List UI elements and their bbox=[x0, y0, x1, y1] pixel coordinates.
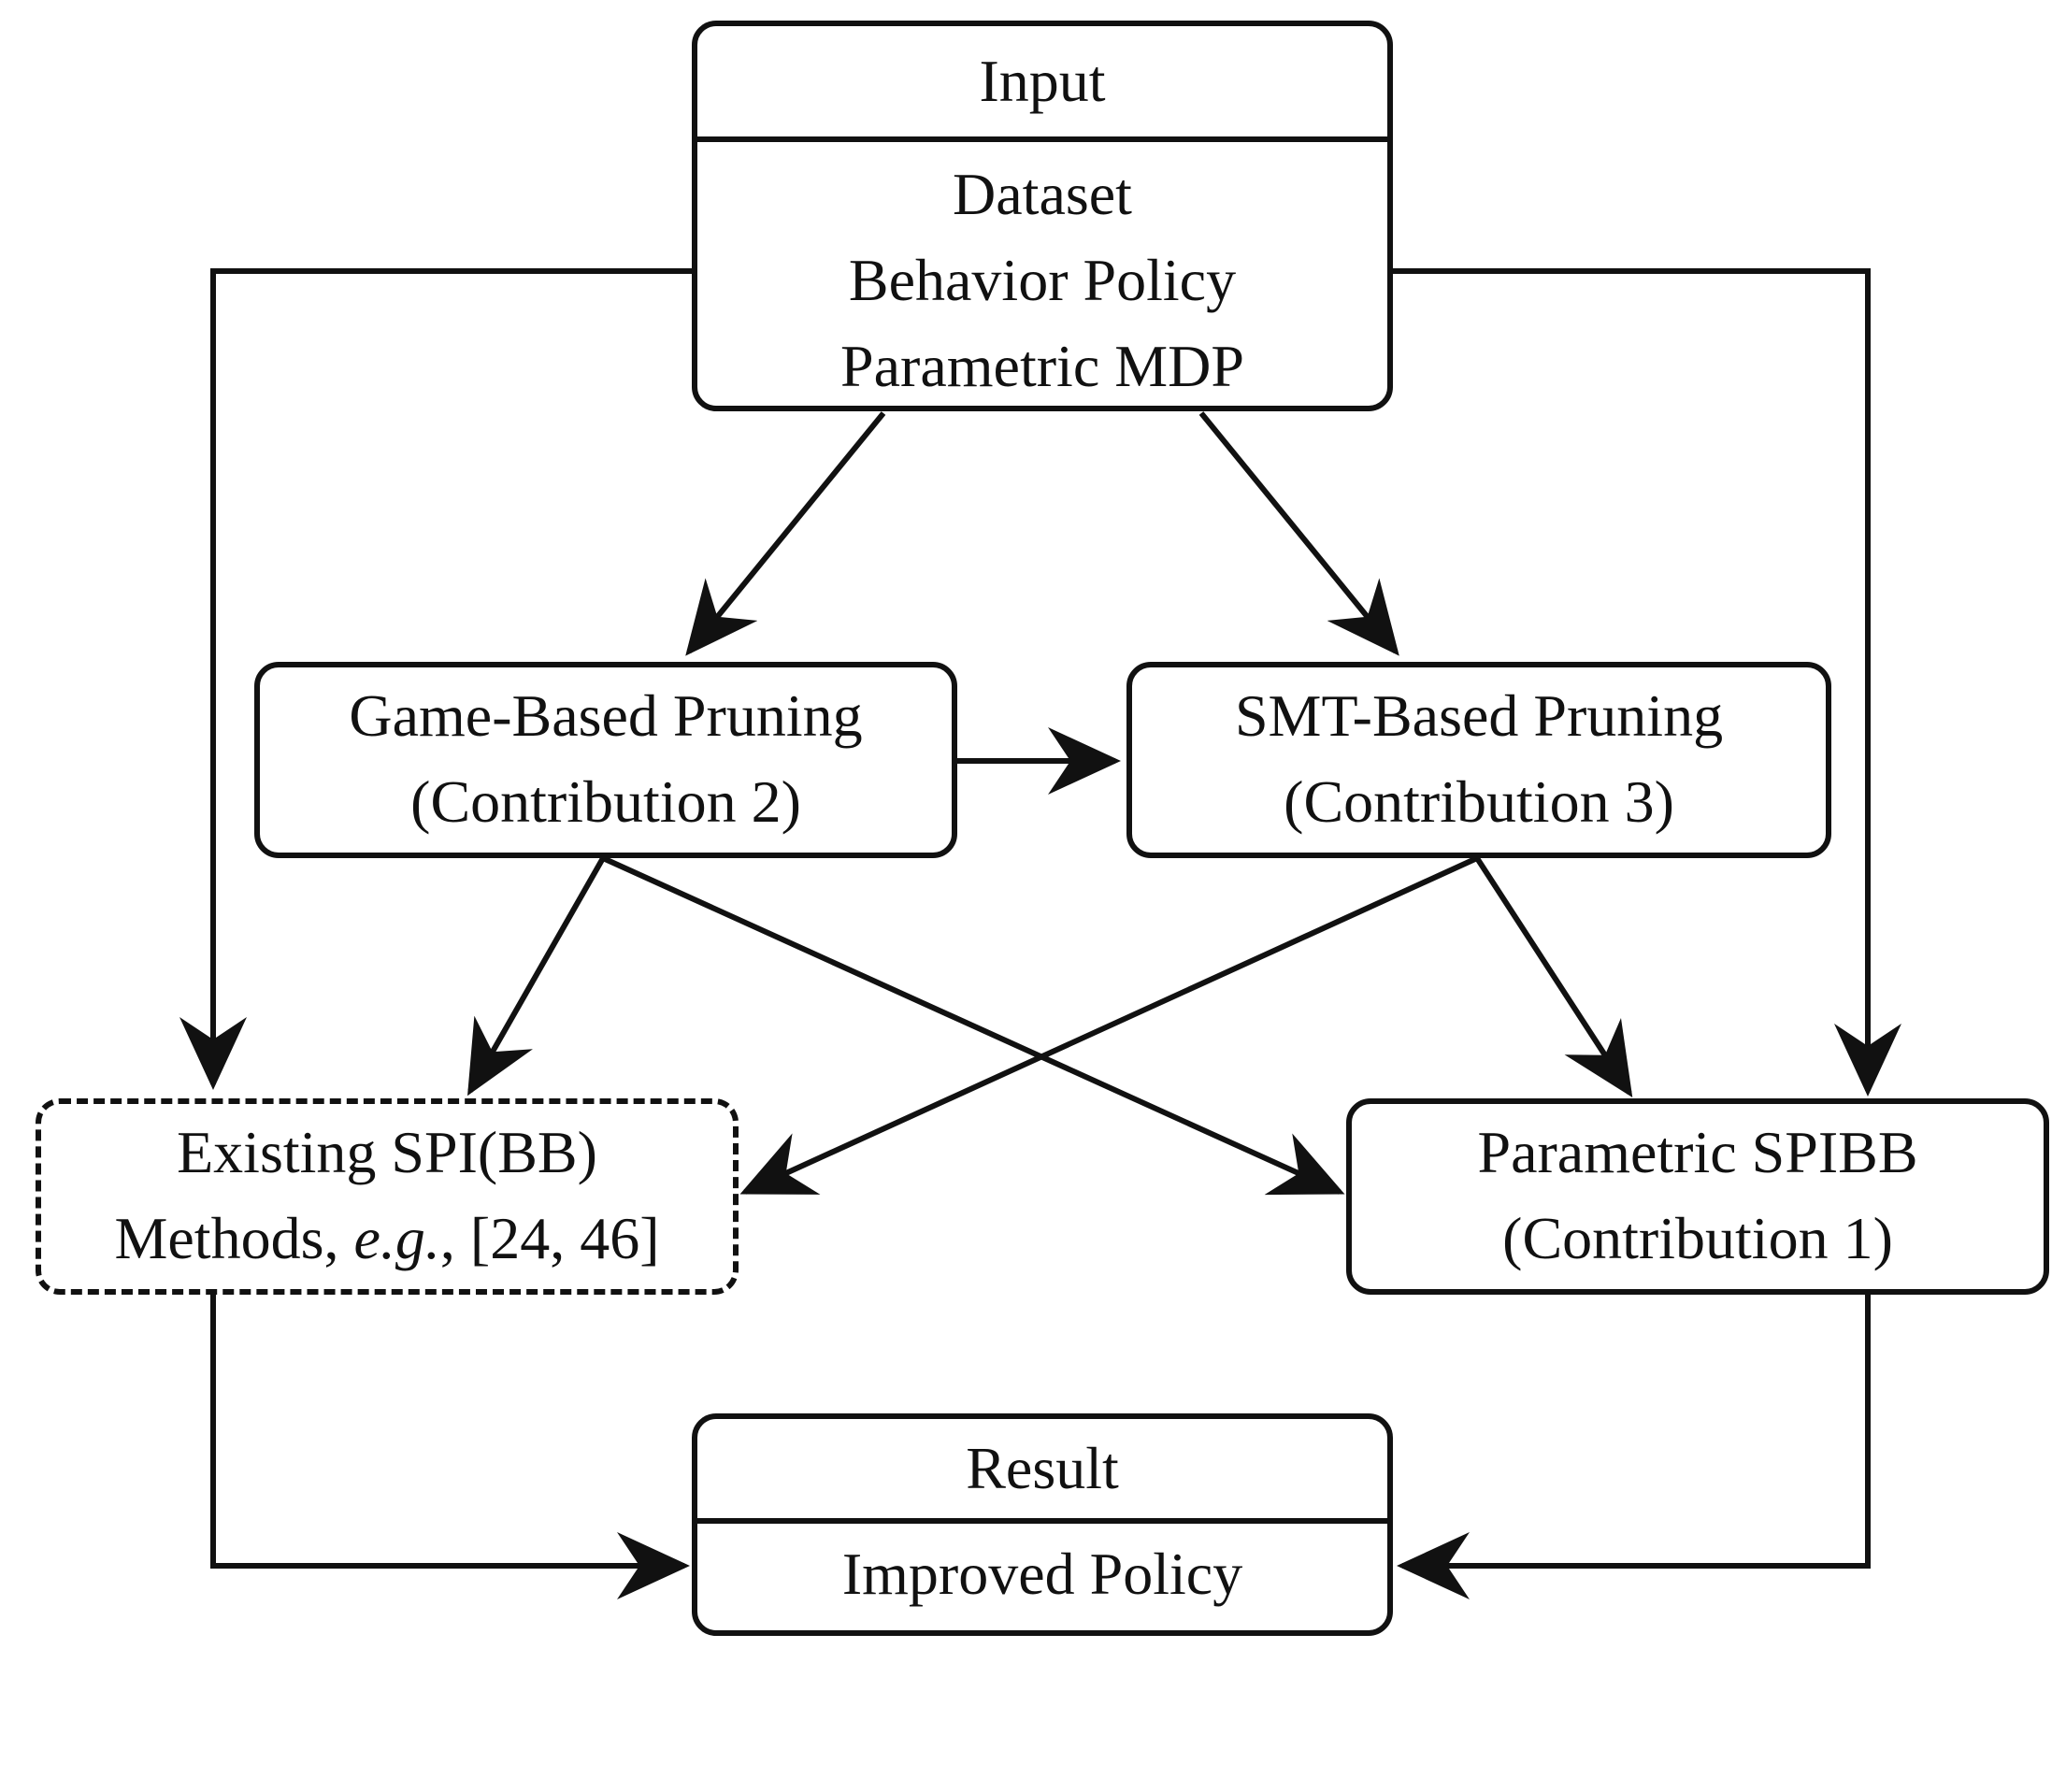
existing-spi-methods-prefix: Methods, bbox=[114, 1205, 354, 1271]
parametric-spibb-box: Parametric SPIBB (Contribution 1) bbox=[1346, 1098, 2049, 1295]
arrow-parametric-spibb-to-result bbox=[1397, 1292, 1871, 1599]
arrow-smt-to-existing-spi bbox=[739, 855, 1479, 1195]
arrow-input-to-smt-pruning bbox=[1198, 411, 1399, 656]
existing-spi-label: Existing SPI(BB) bbox=[177, 1119, 597, 1185]
existing-spi-text: Existing SPI(BB) Methods, e.g., [24, 46] bbox=[41, 1104, 733, 1282]
arrow-input-to-parametric-spibb bbox=[1391, 268, 1901, 1097]
input-item-dataset: Dataset bbox=[953, 161, 1132, 227]
arrow-input-to-existing-spi bbox=[179, 268, 694, 1090]
arrow-game-to-parametric-spibb bbox=[601, 855, 1345, 1196]
input-item-parametric-mdp: Parametric MDP bbox=[840, 333, 1244, 399]
input-box-title: Input bbox=[979, 48, 1106, 114]
input-box: Input Dataset Behavior Policy Parametric… bbox=[692, 21, 1393, 411]
input-box-header: Input bbox=[697, 26, 1387, 142]
parametric-spibb-text: Parametric SPIBB (Contribution 1) bbox=[1352, 1104, 2044, 1282]
input-box-items: Dataset Behavior Policy Parametric MDP bbox=[697, 142, 1387, 409]
result-improved-policy: Improved Policy bbox=[841, 1541, 1243, 1607]
smt-based-pruning-box: SMT-Based Pruning (Contribution 3) bbox=[1126, 662, 1831, 858]
existing-spi-methods: Methods, e.g., [24, 46] bbox=[41, 1196, 733, 1282]
existing-spi-methods-eg: e.g. bbox=[353, 1205, 440, 1271]
smt-based-pruning-label: SMT-Based Pruning bbox=[1234, 682, 1724, 749]
game-based-pruning-box: Game-Based Pruning (Contribution 2) bbox=[254, 662, 957, 858]
result-box-content: Improved Policy bbox=[697, 1524, 1387, 1625]
result-box: Result Improved Policy bbox=[692, 1413, 1393, 1636]
existing-spi-methods-refs: , [24, 46] bbox=[439, 1205, 660, 1271]
arrow-existing-spi-to-result bbox=[210, 1292, 690, 1599]
result-box-title: Result bbox=[966, 1435, 1119, 1501]
arrow-game-to-existing-spi bbox=[467, 856, 606, 1097]
arrow-smt-to-parametric-spibb bbox=[1474, 856, 1633, 1098]
smt-based-pruning-text: SMT-Based Pruning (Contribution 3) bbox=[1132, 667, 1826, 845]
parametric-spibb-contribution: (Contribution 1) bbox=[1502, 1205, 1893, 1271]
result-box-header: Result bbox=[697, 1419, 1387, 1524]
arrow-input-to-game-pruning bbox=[685, 411, 886, 656]
parametric-spibb-label: Parametric SPIBB bbox=[1477, 1119, 1918, 1185]
game-based-pruning-label: Game-Based Pruning bbox=[349, 682, 863, 749]
existing-spi-box: Existing SPI(BB) Methods, e.g., [24, 46] bbox=[36, 1098, 739, 1295]
game-based-pruning-text: Game-Based Pruning (Contribution 2) bbox=[260, 667, 952, 845]
game-based-pruning-contribution: (Contribution 2) bbox=[410, 768, 801, 835]
input-item-behavior-policy: Behavior Policy bbox=[848, 247, 1237, 313]
smt-based-pruning-contribution: (Contribution 3) bbox=[1284, 768, 1674, 835]
